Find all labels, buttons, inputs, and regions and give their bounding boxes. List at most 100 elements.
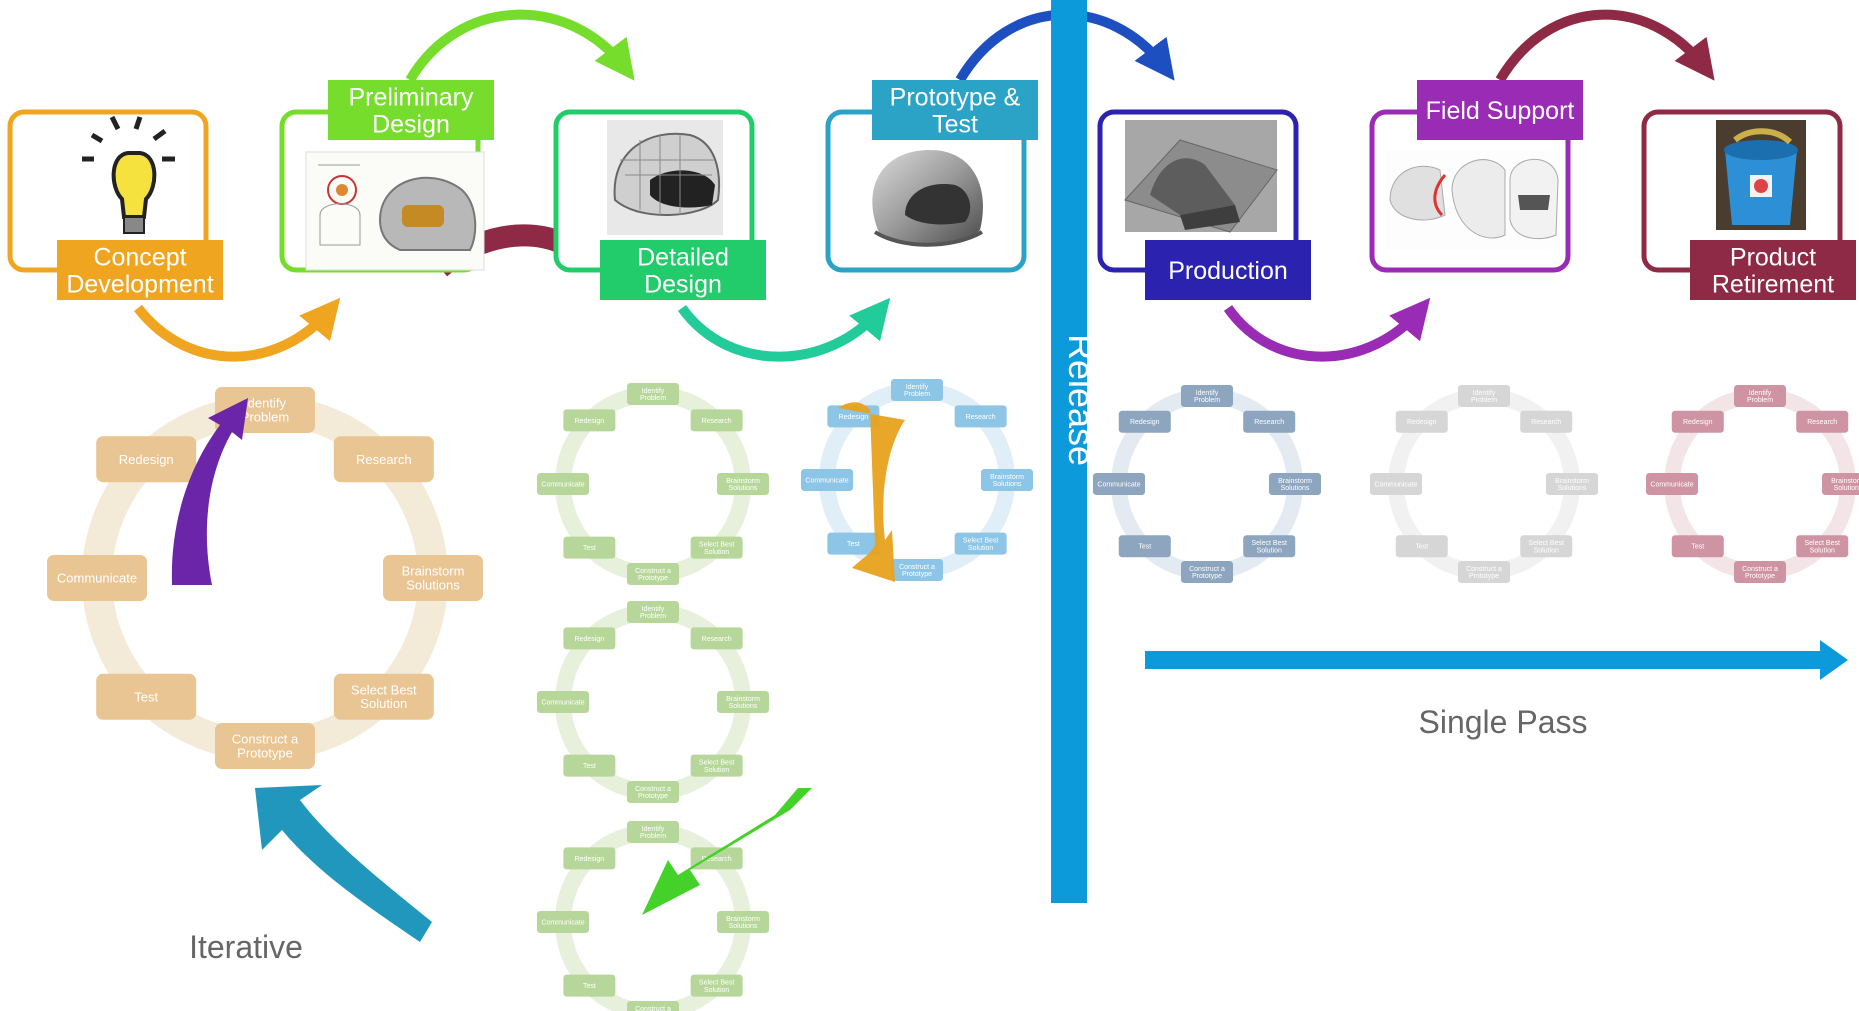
mold-icon (1124, 120, 1278, 233)
cycle-step-label: Identify (642, 826, 665, 833)
cycle-step-box (1671, 535, 1724, 558)
helmet-mesh-icon (607, 120, 723, 235)
design-cycle-green1: IdentifyProblemResearchBrainstormSolutio… (537, 383, 769, 585)
cycle-step-communicate: Communicate (47, 555, 147, 601)
cycle-step-label: Redesign (575, 418, 605, 425)
cycle-step-box (1243, 535, 1296, 558)
cycle-step-box (1395, 535, 1448, 558)
cycle-step-box (96, 436, 197, 483)
cycle-step-box (96, 673, 197, 720)
cycle-step-box (1796, 535, 1849, 558)
cycle-step-label: Brainstorm (1555, 478, 1589, 485)
cycle-step-label: Redesign (1683, 419, 1713, 426)
cycle-step-box (1269, 473, 1321, 495)
cycle-step-label: Select Best (1805, 540, 1840, 547)
cycle-step-box (563, 974, 616, 997)
stage-label-field: Field Support (1417, 80, 1583, 140)
cycle-step-label: Solutions (406, 577, 460, 592)
cycle-step-redesign: Redesign (563, 847, 616, 870)
cycle-step-label: Select Best (699, 979, 734, 986)
stage-label-text: Design (372, 111, 450, 139)
iterative-arrow (255, 785, 432, 942)
cycle-step-label: Construct a (1189, 566, 1225, 573)
stage-label-text: Development (66, 271, 213, 299)
purple-iteration-arrow (171, 398, 248, 585)
cycle-step-label: Solution (704, 767, 729, 774)
design-cycle-blue: IdentifyProblemResearchBrainstormSolutio… (801, 379, 1033, 581)
cycle-step-label: Research (966, 414, 996, 421)
cycle-step-label: Problem (1471, 397, 1497, 404)
cycle-step-research: Research (1243, 410, 1296, 433)
cycle-step-box (1520, 535, 1573, 558)
cycle-step-label: Redesign (839, 414, 869, 421)
cycle-step-box (891, 379, 943, 401)
cycle-step-label: Solutions (729, 923, 758, 930)
cycle-step-label: Research (1531, 419, 1561, 426)
cycle-step-communicate: Communicate (537, 691, 589, 713)
cycle-step-box (1646, 473, 1698, 495)
design-cycle-main: IdentifyProblemResearchBrainstormSolutio… (47, 387, 483, 769)
cycle-step-test: Test (563, 536, 616, 559)
cycle-step-label: Test (1138, 544, 1151, 551)
cycle-step-label: Solutions (1834, 485, 1859, 492)
cycle-step-box (627, 383, 679, 405)
cycle-step-label: Problem (241, 409, 289, 424)
cycle-step-box (954, 405, 1007, 428)
arc-field-to-retirement (1495, 9, 1715, 83)
cycle-step-box (563, 847, 616, 870)
cycle-step-label: Identify (1473, 390, 1496, 397)
cycle-step-box (717, 911, 769, 933)
cycle-step-label: Prototype (237, 745, 293, 760)
cycle-step-box (563, 536, 616, 559)
helmet-render-icon (872, 150, 983, 247)
cycle-step-box (891, 559, 943, 581)
cycle-step-label: Test (134, 689, 158, 704)
cycle-step-label: Solutions (729, 703, 758, 710)
cycle-step-box (1181, 561, 1233, 583)
cycle-step-label: Communicate (1097, 481, 1140, 488)
cycle-step-label: Prototype (902, 571, 932, 578)
cycle-step-label: Construct a (1466, 566, 1502, 573)
cycle-step-label: Test (583, 763, 596, 770)
cycle-step-communicate: Communicate (537, 911, 589, 933)
stage-label-text: Design (644, 271, 722, 299)
cycle-step-label: Problem (1747, 397, 1773, 404)
cycle-step-label: Prototype (1192, 573, 1222, 580)
cycle-step-label: Construct a (232, 732, 299, 747)
stage-label-text: Preliminary (348, 84, 474, 112)
stage-label-box (57, 240, 223, 300)
cycle-step-label: Brainstorm (1831, 478, 1859, 485)
cycle-step-box (690, 754, 743, 777)
single-pass-arrow (1145, 640, 1848, 680)
cycle-step-box (801, 469, 853, 491)
cycle-step-communicate: Communicate (1370, 473, 1422, 495)
cycle-step-label: Research (702, 856, 732, 863)
cycle-step-box (537, 911, 589, 933)
cycle-step-label: Select Best (351, 683, 417, 698)
cycle-step-label: Solution (968, 545, 993, 552)
cycle-step-label: Communicate (57, 571, 137, 586)
cycle-step-label: Construct a (1742, 566, 1778, 573)
cycle-step-research: Research (690, 847, 743, 870)
cycle-step-label: Construct a (635, 1006, 671, 1011)
cycle-step-label: Solutions (993, 481, 1022, 488)
cycle-step-label: Construct a (635, 786, 671, 793)
design-cycles: IdentifyProblemResearchBrainstormSolutio… (47, 379, 1859, 1011)
cycle-step-label: Test (1691, 544, 1704, 551)
